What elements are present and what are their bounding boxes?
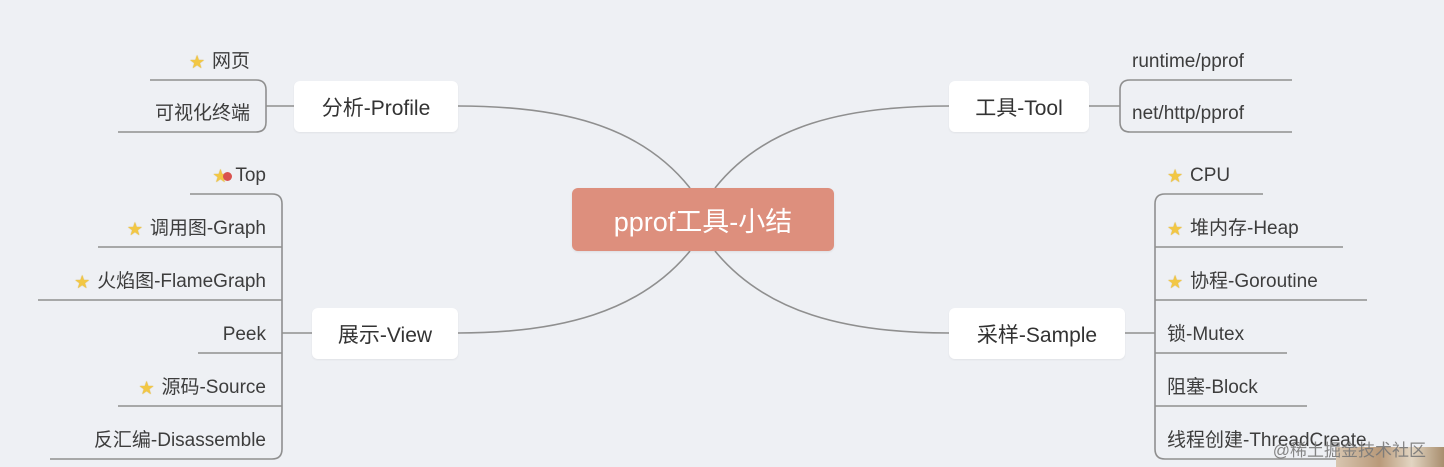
cursor-indicator — [223, 172, 232, 181]
leaf-tool-1[interactable]: net/http/pprof — [1132, 102, 1244, 126]
branch-sample[interactable]: 采样-Sample — [949, 308, 1125, 359]
leaf-tool-0[interactable]: runtime/pprof — [1132, 50, 1244, 74]
connector-line — [457, 250, 691, 334]
star-icon: ★ — [1167, 166, 1184, 186]
connector-line — [1154, 193, 1263, 205]
connector-line — [1119, 121, 1292, 133]
leaf-profile-1[interactable]: 可视化终端 — [155, 102, 250, 126]
branch-tool[interactable]: 工具-Tool — [949, 81, 1089, 132]
connector-line — [118, 121, 267, 133]
leaf-label: 调用图-Graph — [149, 218, 266, 239]
connector-line — [714, 105, 950, 189]
branch-profile[interactable]: 分析-Profile — [294, 81, 458, 132]
leaf-label: 反汇编-Disassemble — [93, 430, 266, 451]
star-icon: ★ — [74, 272, 91, 292]
star-icon: ★ — [188, 52, 206, 72]
leaf-view-0[interactable]: ★Top — [212, 164, 266, 188]
leaf-label: 网页 — [211, 51, 250, 72]
leaf-label: 阻塞-Block — [1167, 377, 1258, 398]
leaf-view-1[interactable]: ★ 调用图-Graph — [127, 217, 266, 241]
leaf-label: net/http/pprof — [1132, 103, 1244, 124]
leaf-label: 源码-Source — [161, 377, 266, 398]
connector-line — [1119, 79, 1292, 91]
leaf-view-3[interactable]: Peek — [223, 323, 266, 347]
leaf-label: 堆内存-Heap — [1190, 218, 1299, 239]
leaf-label: CPU — [1190, 165, 1231, 186]
central-topic[interactable]: pprof工具-小结 — [572, 188, 834, 251]
leaf-sample-2[interactable]: ★ 协程-Goroutine — [1167, 270, 1318, 294]
leaf-profile-0[interactable]: ★网页 — [189, 50, 250, 74]
leaf-label: 线程创建-ThreadCreate — [1167, 430, 1367, 451]
leaf-label: 火焰图-FlameGraph — [97, 271, 266, 292]
connector-line — [190, 193, 283, 205]
leaf-label: runtime/pprof — [1132, 51, 1244, 72]
watermark: @稀土掘金技术社区 — [1272, 441, 1426, 460]
leaf-sample-4[interactable]: 阻塞-Block — [1167, 376, 1258, 400]
leaf-label: 锁-Mutex — [1167, 324, 1245, 345]
leaf-label: Top — [235, 165, 266, 186]
branch-view[interactable]: 展示-View — [312, 308, 458, 359]
leaf-sample-1[interactable]: ★ 堆内存-Heap — [1167, 217, 1299, 241]
leaf-sample-0[interactable]: ★ CPU — [1167, 164, 1230, 188]
corner-thumbnail — [1336, 447, 1444, 467]
connector-line — [50, 448, 283, 460]
leaf-label: Peek — [222, 324, 266, 345]
leaf-sample-3[interactable]: 锁-Mutex — [1167, 323, 1244, 347]
star-icon: ★ — [126, 219, 143, 239]
star-icon: ★ — [1167, 219, 1184, 239]
leaf-sample-5[interactable]: 线程创建-ThreadCreate — [1167, 429, 1367, 453]
leaf-view-5[interactable]: 反汇编-Disassemble — [94, 429, 266, 453]
leaf-label: 协程-Goroutine — [1190, 271, 1318, 292]
connector-line — [714, 250, 950, 334]
connector-line — [1154, 448, 1377, 460]
leaf-label: 可视化终端 — [154, 103, 250, 124]
connector-line — [457, 105, 691, 189]
leaf-view-2[interactable]: ★ 火焰图-FlameGraph — [74, 270, 266, 294]
star-icon: ★ — [138, 378, 155, 398]
leaf-view-4[interactable]: ★ 源码-Source — [138, 376, 266, 400]
connector-line — [150, 79, 267, 91]
star-icon: ★ — [1167, 272, 1184, 292]
